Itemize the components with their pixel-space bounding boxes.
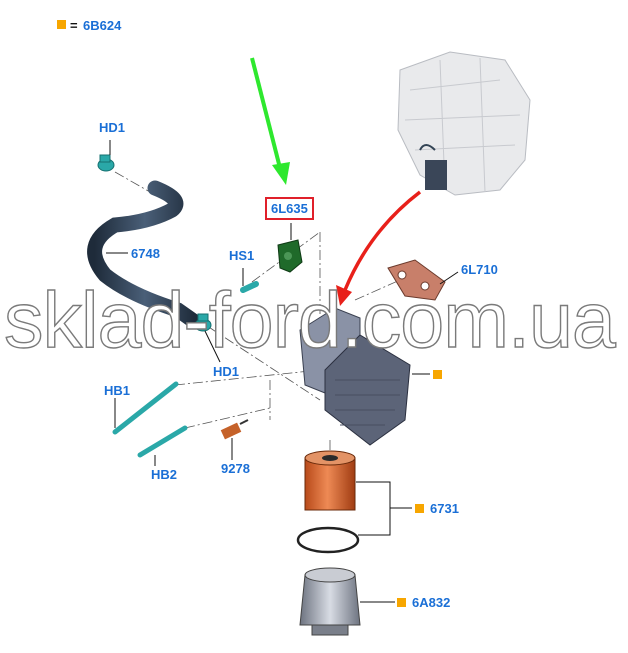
oil-cooler-housing <box>299 307 411 446</box>
bolt-hs1 <box>240 281 259 293</box>
hose-6748 <box>87 180 203 330</box>
label-hd1-bottom[interactable]: HD1 <box>213 364 240 379</box>
bolt-hb2 <box>137 425 188 458</box>
oil-filter-6731 <box>304 450 356 511</box>
legend-marker-icon <box>57 20 66 29</box>
green-arrow <box>250 57 290 185</box>
label-6L635-highlighted[interactable]: 6L635 <box>265 197 314 220</box>
label-hb1[interactable]: HB1 <box>104 383 131 398</box>
filter-cap-6A832 <box>299 567 361 636</box>
part-6L635 <box>277 239 303 273</box>
label-hd1-top[interactable]: HD1 <box>99 120 126 135</box>
hose-clip-top <box>97 154 115 172</box>
bolt-hb1 <box>112 381 179 435</box>
gasket-6L710 <box>387 259 446 301</box>
label-6731[interactable]: 6731 <box>430 501 459 516</box>
label-hb2[interactable]: HB2 <box>151 467 178 482</box>
sensor-9278 <box>220 419 249 440</box>
marker-6B624-icon[interactable] <box>433 370 442 379</box>
legend-code[interactable]: 6B624 <box>83 18 122 33</box>
hose-clip-bottom <box>194 313 212 332</box>
engine-illustration <box>397 51 531 196</box>
label-9278[interactable]: 9278 <box>221 461 250 476</box>
label-6748[interactable]: 6748 <box>131 246 160 261</box>
marker-6731-icon <box>415 504 424 513</box>
marker-6A832-icon <box>397 598 406 607</box>
leader-lines <box>106 140 459 603</box>
watermark: sklad-ford.com.ua <box>3 275 616 364</box>
o-ring <box>296 526 360 554</box>
label-6A832[interactable]: 6A832 <box>412 595 451 610</box>
legend-equals: = <box>70 18 78 33</box>
label-6L710[interactable]: 6L710 <box>461 262 498 277</box>
red-arrow <box>336 190 422 306</box>
label-hs1[interactable]: HS1 <box>229 248 255 263</box>
